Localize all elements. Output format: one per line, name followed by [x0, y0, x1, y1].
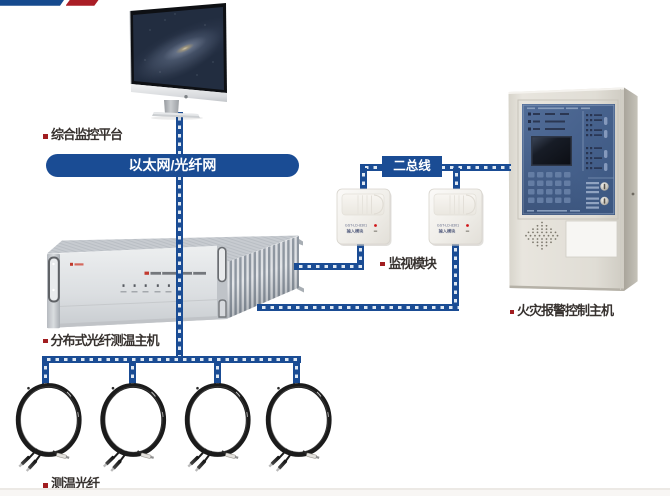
- svg-text:输入模块: 输入模块: [439, 228, 457, 235]
- svg-text:输入模块: 输入模块: [347, 228, 365, 235]
- svg-text:GST-LD-8301: GST-LD-8301: [345, 224, 367, 228]
- svg-text:GST-LD-8301: GST-LD-8301: [437, 224, 459, 228]
